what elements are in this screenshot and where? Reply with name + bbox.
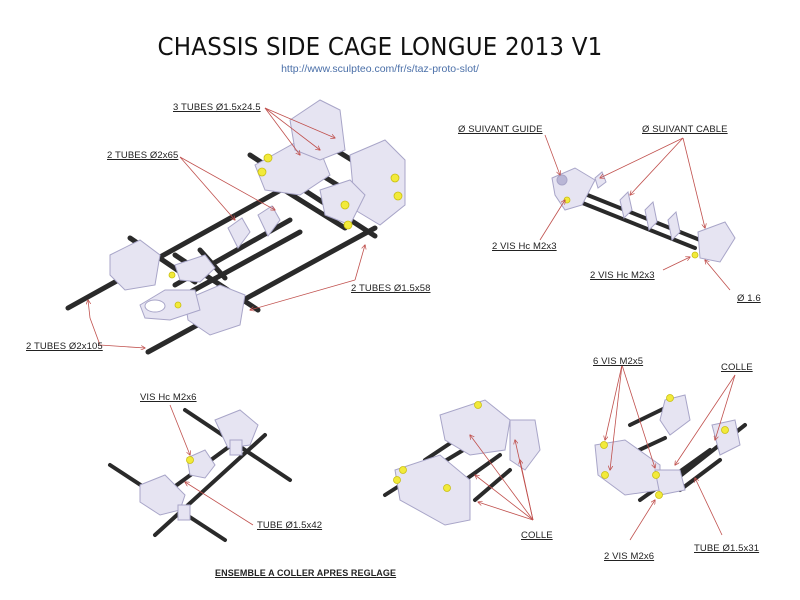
label-2-tubes-2x65: 2 TUBES Ø2x65 xyxy=(107,150,179,161)
screw-icon xyxy=(655,491,663,499)
bottom-right-assembly xyxy=(594,364,747,541)
rear-bracket-right xyxy=(184,284,246,336)
guide-assembly xyxy=(539,134,736,291)
screw-icon xyxy=(721,426,729,434)
source-url[interactable]: http://www.sculpteo.com/fr/s/taz-proto-s… xyxy=(281,63,479,75)
screw-icon xyxy=(263,153,273,163)
label-colle-center: COLLE xyxy=(521,530,553,541)
end-block xyxy=(711,419,741,456)
cable-end xyxy=(697,221,736,263)
screw-icon xyxy=(600,441,608,449)
rear-bracket-left xyxy=(109,239,161,291)
screw-icon xyxy=(474,401,482,409)
plate-b xyxy=(257,205,281,237)
screw-icon xyxy=(393,476,401,484)
spacer-plate xyxy=(644,200,658,232)
bottom-center-assembly xyxy=(383,399,541,526)
side-plate xyxy=(439,399,511,456)
front-bracket-right xyxy=(349,139,406,226)
tube-2x105-b xyxy=(145,225,378,355)
label-colle-right: COLLE xyxy=(721,362,753,373)
side-plate xyxy=(394,454,471,526)
screw-icon xyxy=(666,394,674,402)
screw-icon xyxy=(652,471,660,479)
page-title: CHASSIS SIDE CAGE LONGUE 2013 V1 xyxy=(157,32,603,61)
lower-block xyxy=(654,469,686,496)
screw-icon xyxy=(343,220,353,230)
caption-ensemble: ENSEMBLE A COLLER APRES REGLAGE xyxy=(215,568,397,578)
main-screws xyxy=(168,153,403,309)
main-parts xyxy=(109,99,406,336)
center-bracket xyxy=(174,254,216,283)
label-2-vis-m2x6: 2 VIS M2x6 xyxy=(604,551,655,562)
screw-icon xyxy=(399,466,407,474)
top-bracket xyxy=(659,394,691,436)
screw-icon xyxy=(168,271,176,279)
label-tube-1-5x42: TUBE Ø1.5x42 xyxy=(257,520,323,531)
screw-icon xyxy=(443,484,451,492)
spacer-plate xyxy=(667,210,681,242)
label-6-vis-m2x5: 6 VIS M2x5 xyxy=(593,356,644,367)
plate-a xyxy=(227,217,251,249)
screw-icon xyxy=(257,167,267,177)
bracket xyxy=(214,409,259,449)
label-3-tubes-24-5: 3 TUBES Ø1.5x24.5 xyxy=(173,102,261,113)
label-suivant-cable: Ø SUIVANT CABLE xyxy=(642,124,728,135)
center-block xyxy=(186,449,216,479)
front-bracket-top xyxy=(289,99,346,161)
label-2-tubes-1-5x58: 2 TUBES Ø1.5x58 xyxy=(351,283,431,294)
tube-2x105-a xyxy=(65,182,293,311)
screw-icon xyxy=(390,173,400,183)
clamp xyxy=(177,504,191,521)
bottom-left-assembly xyxy=(108,404,292,542)
screw-icon xyxy=(601,471,609,479)
label-suivant-guide: Ø SUIVANT GUIDE xyxy=(458,124,543,135)
screw-icon xyxy=(340,200,350,210)
clamp xyxy=(229,439,243,456)
end-cap xyxy=(509,419,541,471)
spacer-plate xyxy=(619,191,633,219)
screw-icon xyxy=(691,251,699,259)
label-tube-1-5x31: TUBE Ø1.5x31 xyxy=(694,543,760,554)
screw-icon xyxy=(393,191,403,201)
label-vis-m2x3-left: 2 VIS Hc M2x3 xyxy=(492,241,557,252)
guide-hole xyxy=(144,299,166,313)
guide-pin-hole xyxy=(556,174,568,186)
label-vis-m2x6: VIS Hc M2x6 xyxy=(140,392,197,403)
main-leaders xyxy=(88,107,365,348)
screw-icon xyxy=(186,456,194,464)
label-diameter-1-6: Ø 1.6 xyxy=(737,293,761,304)
tube-2x65-b xyxy=(182,229,303,298)
main-assembly xyxy=(65,99,406,355)
label-2-tubes-2x105: 2 TUBES Ø2x105 xyxy=(26,341,103,352)
screw-icon xyxy=(174,301,182,309)
label-vis-m2x3-right: 2 VIS Hc M2x3 xyxy=(590,270,655,281)
